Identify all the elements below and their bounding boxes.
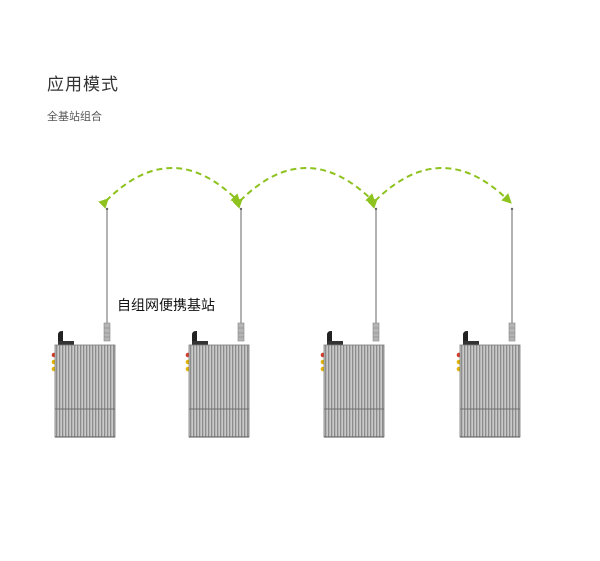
device-label: 自组网便携基站 [117,298,215,314]
base-station-4 [456,207,521,438]
page-subtitle: 全基站组合 [47,110,102,123]
base-station-1 [51,207,116,438]
link-arrow-3-4 [367,167,512,209]
base-station-3 [320,207,385,438]
link-arrow-1-2 [98,167,241,209]
link-arrow-2-3 [232,167,376,209]
page-title: 应用模式 [47,75,119,95]
base-station-2 [185,207,250,438]
